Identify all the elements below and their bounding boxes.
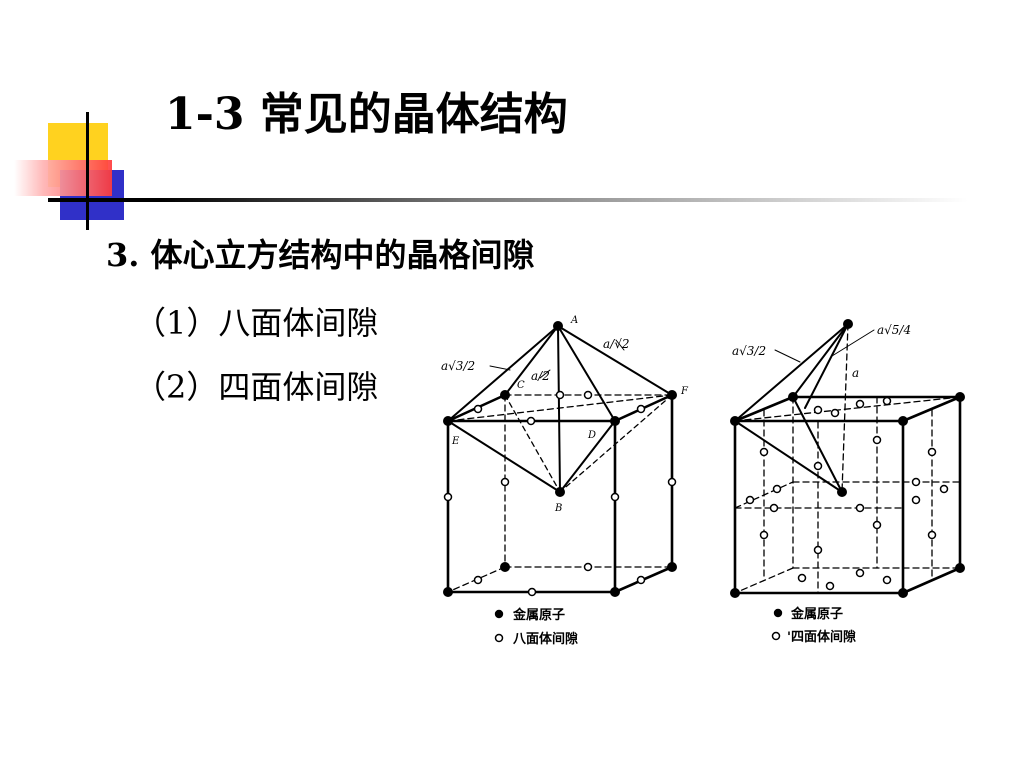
cube-hidden-edges [734, 323, 961, 594]
label-dim-a-sqrt3-2: a√3/2 [441, 359, 475, 373]
label-dim-a: a [852, 366, 859, 380]
legend-atom-label: 金属原子 [790, 606, 843, 622]
tetrahedral-figure [730, 319, 965, 598]
title-underline [48, 198, 968, 202]
label-D: D [587, 430, 596, 441]
label-dim-a-sqrt5-4: a√5/4 [877, 323, 911, 337]
cube-edges [733, 395, 962, 595]
page-title: 1-3 常见的晶体结构 [165, 89, 568, 140]
octahedron-edges [447, 325, 673, 493]
legend-void-label: 八面体间隙 [512, 631, 578, 647]
legend-void-label: '四面体间隙 [787, 629, 856, 645]
decor-vertical-line [86, 112, 89, 230]
label-B: B [554, 503, 562, 514]
label-E: E [451, 436, 460, 447]
decor-red-gradient-bar [14, 160, 112, 196]
metal-atoms [443, 321, 677, 597]
list-item-tetrahedral: （2）四面体间隙 [134, 368, 379, 406]
tetrahedron-edges [734, 323, 849, 493]
legend-atom-label: 金属原子 [512, 607, 565, 623]
legend-atom-dot [773, 608, 783, 618]
octahedral-figure [443, 321, 677, 597]
list-item-octahedral: （1）八面体间隙 [134, 304, 379, 342]
label-C: C [517, 380, 525, 391]
legend-void-dot [494, 633, 504, 643]
section-heading: 3. 体心立方结构中的晶格间隙 [106, 236, 535, 274]
octahedron-hidden-edges [504, 394, 673, 493]
cube-edges [446, 393, 674, 594]
label-dim-a-sqrt3-2: a√3/2 [732, 344, 766, 358]
cube-hidden-edges [447, 394, 673, 593]
metal-atoms [730, 319, 965, 598]
label-dim-a-2: a/2 [531, 369, 550, 383]
tetrahedral-voids [745, 396, 949, 591]
legend-void-dot [771, 631, 781, 641]
octahedral-voids [443, 390, 677, 597]
label-dim-a-sqrt2: a/√2 [603, 337, 629, 351]
dimension-leaders [489, 339, 625, 379]
legend-left: 金属原子 八面体间隙 [494, 607, 578, 647]
label-F: F [680, 386, 689, 397]
dimension-leaders [774, 329, 875, 363]
legend-atom-dot [494, 609, 504, 619]
label-A: A [570, 315, 578, 326]
legend-right: 金属原子 '四面体间隙 [771, 606, 856, 645]
